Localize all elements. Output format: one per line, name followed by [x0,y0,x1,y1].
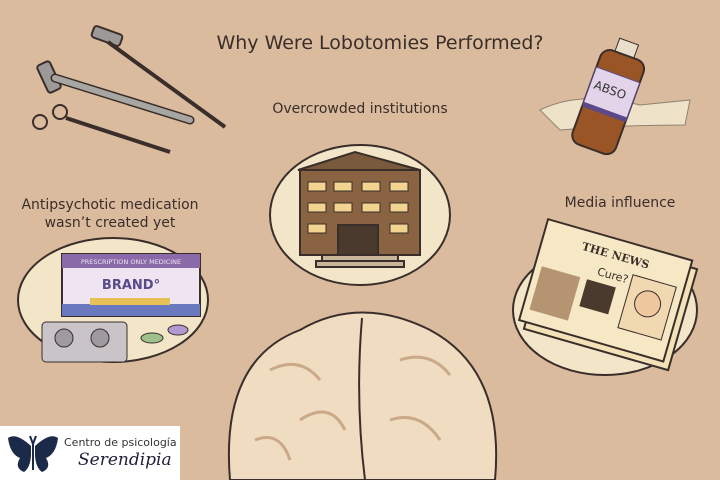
brain-icon [227,311,498,480]
reason-line-2: wasn’t created yet [44,215,176,231]
logo-line-1: Centro de psicología [64,436,177,449]
butterfly-icon [8,435,58,472]
bottle-icon: ABSO [539,37,691,156]
logo: Centro de psicología Serendipia [0,426,180,480]
logo-line-2: Serendipia [78,450,172,470]
reason-no-antipsychotics: Antipsychotic medication wasn’t created … [0,196,220,232]
newspaper-icon: THE NEWS Cure? [517,217,699,372]
building-icon [297,150,421,268]
reason-overcrowded-institutions: Overcrowded institutions [272,101,448,117]
medicine-box-brand: BRAND° [102,278,160,293]
reason-line-1: Antipsychotic medication [21,197,199,213]
reason-media-influence: Media influence [564,195,676,211]
surgical-tools-icon [32,25,227,154]
medicine-box-icon: PRESCRIPTION ONLY MEDICINE BRAND° [41,253,201,363]
medicine-box-header: PRESCRIPTION ONLY MEDICINE [81,258,181,266]
page-title: Why Were Lobotomies Performed? [216,32,544,54]
